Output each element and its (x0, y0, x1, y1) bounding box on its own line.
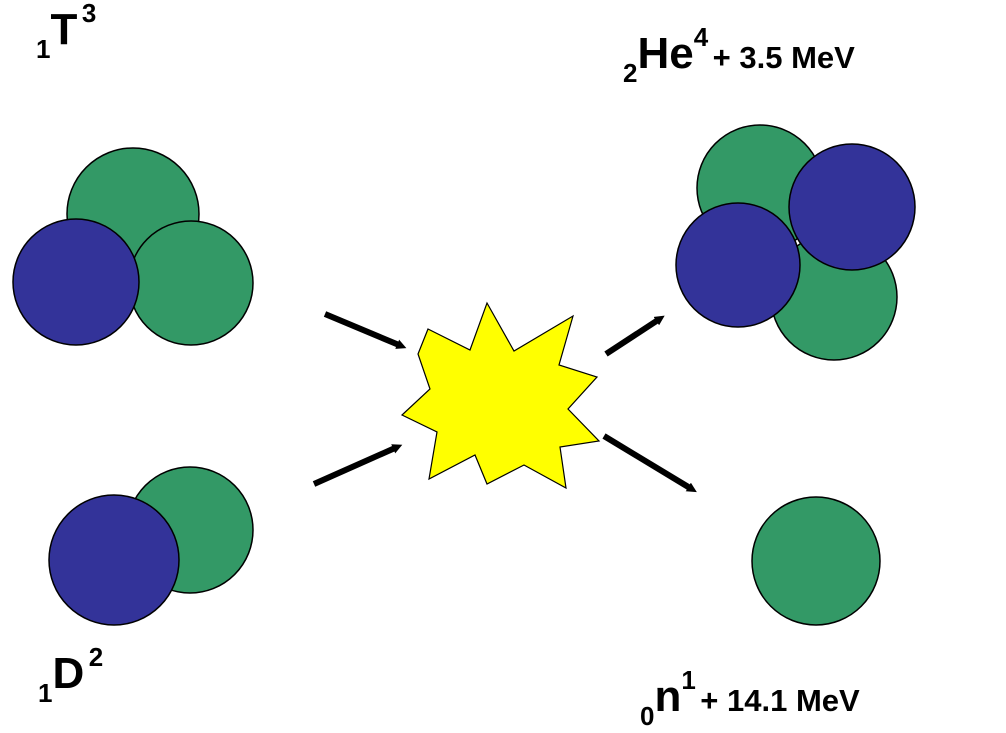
tritium-neutron-right (128, 220, 254, 346)
deuterium-atomic-number: 1 (38, 678, 53, 708)
neutron-mass-number: 1 (681, 665, 696, 695)
neutron-energy: + 14.1 MeV (700, 683, 860, 718)
arrow-helium-out (604, 315, 665, 357)
neutron-atomic-number: 0 (640, 701, 655, 731)
fusion-burst-icon (400, 301, 601, 490)
tritium-proton (12, 218, 140, 346)
neutron-symbol: n (654, 672, 682, 721)
free-neutron (751, 496, 881, 626)
neutron-label: 0n1 + 14.1 MeV (640, 667, 860, 729)
helium-atomic-number: 2 (623, 58, 638, 88)
deuterium-mass-number: 2 (88, 642, 104, 672)
tritium-label: 1T 3 (36, 0, 96, 62)
helium-nucleus (675, 124, 916, 361)
deuterium-nucleus (48, 466, 254, 626)
tritium-symbol: T (50, 5, 78, 54)
tritium-mass-number: 3 (81, 0, 97, 28)
deuterium-label: 1D 2 (38, 644, 103, 706)
helium-proton-right (788, 143, 916, 271)
tritium-nucleus (12, 147, 254, 346)
helium-energy: + 3.5 MeV (712, 40, 855, 75)
tritium-atomic-number: 1 (36, 34, 51, 64)
arrow-tritium-in (323, 311, 407, 349)
deuterium-proton (48, 494, 180, 626)
helium-symbol: He (637, 29, 694, 78)
deuterium-symbol: D (52, 649, 85, 698)
arrow-deuterium-in (312, 444, 403, 487)
helium-mass-number: 4 (693, 22, 709, 52)
helium-proton-left (675, 202, 801, 328)
arrow-neutron-out (602, 433, 697, 493)
helium-label: 2He4 + 3.5 MeV (623, 24, 855, 86)
